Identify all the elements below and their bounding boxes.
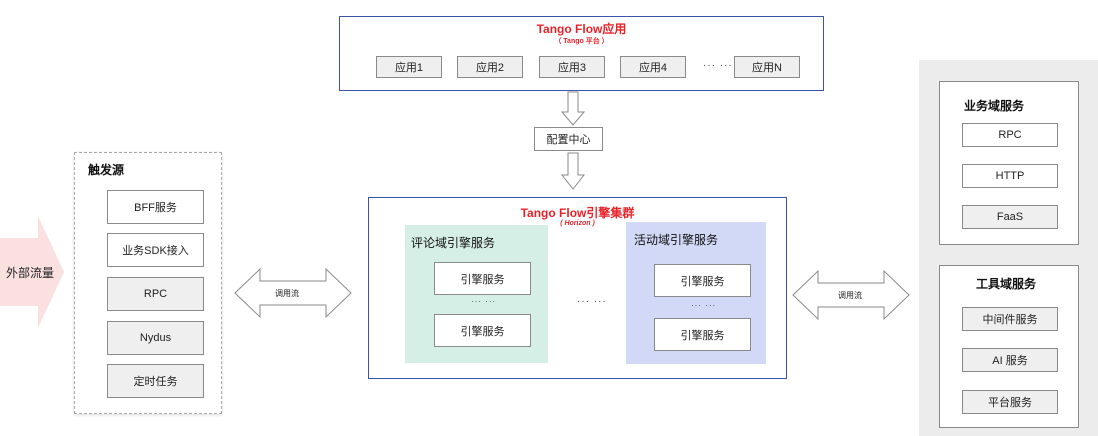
business-rpc[interactable]: RPC xyxy=(962,123,1058,147)
engine-cluster-container xyxy=(368,197,787,379)
activity-domain-ellipsis: ··· ··· xyxy=(691,301,717,310)
down-arrow-to-cluster xyxy=(560,152,586,190)
activity-engine-service-top[interactable]: 引擎服务 xyxy=(654,264,751,297)
activity-domain-title: 活动域引擎服务 xyxy=(634,233,719,247)
right-call-flow-label: 调用流 xyxy=(838,291,862,300)
trigger-business-sdk[interactable]: 业务SDK接入 xyxy=(107,233,204,267)
app-4-box[interactable]: 应用4 xyxy=(620,56,686,78)
business-faas[interactable]: FaaS xyxy=(962,205,1058,229)
trigger-scheduled-task[interactable]: 定时任务 xyxy=(107,364,204,398)
engine-cluster-title: Tango Flow引擎集群 xyxy=(520,206,635,220)
business-http[interactable]: HTTP xyxy=(962,164,1058,188)
apps-ellipsis: ··· ··· xyxy=(703,60,733,71)
tool-platform-service[interactable]: 平台服务 xyxy=(962,390,1058,414)
trigger-source-title: 触发源 xyxy=(88,163,125,177)
right-call-flow-arrow xyxy=(792,269,910,321)
tool-middleware-service[interactable]: 中间件服务 xyxy=(962,307,1058,331)
left-call-flow-label: 调用流 xyxy=(275,289,299,298)
tango-flow-app-container xyxy=(339,16,824,91)
comment-domain-title: 评论域引擎服务 xyxy=(411,236,496,250)
tool-domain-title: 工具域服务 xyxy=(976,277,1037,291)
trigger-bff-service[interactable]: BFF服务 xyxy=(107,190,204,224)
down-arrow-to-config xyxy=(560,91,586,126)
app-1-box[interactable]: 应用1 xyxy=(376,56,442,78)
app-3-box[interactable]: 应用3 xyxy=(539,56,605,78)
app-2-box[interactable]: 应用2 xyxy=(457,56,523,78)
horizon-subtitle: ( Horizon ) xyxy=(560,220,595,227)
external-traffic-label: 外部流量 xyxy=(6,266,55,280)
business-domain-title: 业务域服务 xyxy=(964,99,1025,113)
trigger-source-panel xyxy=(74,152,222,414)
trigger-rpc[interactable]: RPC xyxy=(107,277,204,311)
comment-domain-ellipsis: ··· ··· xyxy=(471,297,497,306)
app-n-box[interactable]: 应用N xyxy=(734,56,800,78)
trigger-nydus[interactable]: Nydus xyxy=(107,321,204,355)
external-traffic-arrow xyxy=(0,216,64,328)
tango-flow-app-title: Tango Flow应用 xyxy=(536,22,627,36)
activity-engine-service-bottom[interactable]: 引擎服务 xyxy=(654,318,751,351)
cluster-middle-ellipsis: ··· ··· xyxy=(577,296,607,307)
config-center-box[interactable]: 配置中心 xyxy=(534,127,603,151)
comment-engine-service-top[interactable]: 引擎服务 xyxy=(434,262,531,295)
tango-platform-subtitle: （ Tango 平台 ） xyxy=(554,38,609,45)
left-call-flow-arrow xyxy=(234,267,352,319)
comment-engine-service-bottom[interactable]: 引擎服务 xyxy=(434,314,531,347)
tool-ai-service[interactable]: AI 服务 xyxy=(962,348,1058,372)
